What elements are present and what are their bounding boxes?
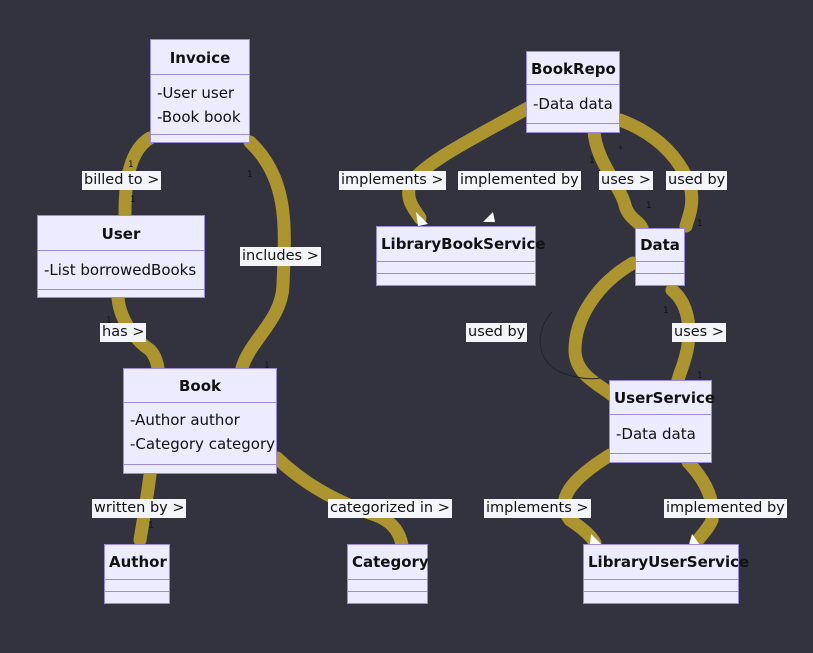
class-invoice-attribute: -User user — [157, 84, 235, 102]
class-book-name: Book — [178, 377, 222, 395]
class-category-name: Category — [352, 553, 429, 571]
edge-label-used-by-data: used by — [666, 171, 728, 190]
edge-label-uses-data: uses > — [599, 171, 653, 190]
edge-label-implements-user: implements > — [484, 499, 591, 518]
class-bookrepo[interactable]: BookRepo -Data data — [526, 51, 620, 133]
class-librarybookservice-name: LibraryBookService — [381, 235, 546, 253]
class-libraryuserservice-name: LibraryUserService — [588, 553, 750, 571]
edge-label-uses-userservice: uses > — [672, 323, 726, 342]
edge-label-has: has > — [100, 323, 147, 342]
multiplicity-user-book-top: 1 — [106, 316, 112, 326]
realization-arrowhead-user-right — [689, 534, 700, 545]
multiplicity-data-top-left: 1 — [646, 201, 652, 211]
multiplicity-bookrepo-data-uses: 1 — [589, 156, 595, 166]
edge-user-book — [111, 291, 165, 375]
edge-bookrepo-data-uses — [587, 123, 649, 235]
class-userservice[interactable]: UserService -Data data — [609, 380, 716, 463]
multiplicity-invoice-book-top: 1 — [247, 170, 253, 180]
multiplicity-userservice-data: 1 — [697, 371, 703, 381]
edge-label-includes: includes > — [240, 247, 321, 266]
class-user[interactable]: User -List borrowedBooks — [37, 215, 205, 298]
class-user-name: User — [101, 225, 141, 243]
class-data-name: Data — [640, 236, 680, 254]
realization-arrowhead-user-left — [590, 534, 601, 545]
edge-label-used-by-userservice: used by — [466, 323, 528, 342]
class-librarybookservice[interactable]: LibraryBookService — [376, 226, 546, 286]
edge-label-written-by: written by > — [92, 499, 187, 518]
realization-arrowhead-book-right — [483, 212, 495, 222]
class-data[interactable]: Data — [635, 228, 685, 286]
multiplicity-invoice-user-top: 1 — [128, 160, 134, 170]
multiplicity-data-userservice: 1 — [663, 306, 669, 316]
class-libraryuserservice[interactable]: LibraryUserService — [583, 544, 750, 604]
class-invoice-name: Invoice — [169, 49, 231, 67]
edge-userservice-libraryuserservice-implements — [557, 448, 617, 550]
multiplicity-data-top-right: 1 — [697, 219, 703, 229]
class-invoice-attribute: -Book book — [157, 108, 241, 126]
class-book-attribute: -Category category — [130, 435, 275, 453]
class-book[interactable]: Book -Author author -Category category — [123, 368, 277, 474]
multiplicity-book-author: 1 — [148, 521, 154, 531]
multiplicity-bookrepo-data-usedby: * — [618, 145, 623, 155]
edge-invoice-book — [235, 135, 291, 375]
class-invoice[interactable]: Invoice -User user -Book book — [150, 39, 250, 143]
edge-userservice-libraryuserservice-implementedby — [681, 455, 720, 550]
realization-arrowhead-book-left — [416, 212, 428, 226]
edge-thin-loop — [539, 311, 601, 380]
edge-label-implements-book: implements > — [339, 171, 446, 190]
class-user-attribute: -List borrowedBooks — [44, 261, 197, 279]
edge-data-userservice-usedby — [568, 256, 640, 402]
edge-invoice-user — [118, 131, 157, 220]
class-bookrepo-name: BookRepo — [531, 60, 616, 78]
class-author-name: Author — [109, 553, 167, 571]
edge-label-categorized-in: categorized in > — [328, 499, 452, 518]
edge-data-userservice-uses — [665, 283, 696, 387]
class-bookrepo-attribute: -Data data — [533, 95, 613, 113]
edge-label-billed-to: billed to > — [82, 171, 162, 190]
class-userservice-attribute: -Data data — [616, 425, 696, 443]
class-category[interactable]: Category — [347, 544, 429, 604]
edge-bookrepo-librarybookservice — [402, 101, 535, 225]
class-userservice-name: UserService — [614, 389, 716, 407]
multiplicity-invoice-book-bottom: 1 — [264, 361, 270, 371]
edge-label-implemented-by-user: implemented by — [664, 499, 787, 518]
edge-label-implemented-by-book: implemented by — [458, 171, 581, 190]
class-book-attribute: -Author author — [130, 411, 240, 429]
class-author[interactable]: Author — [104, 544, 170, 604]
multiplicity-invoice-user-bottom: 1 — [130, 195, 136, 205]
